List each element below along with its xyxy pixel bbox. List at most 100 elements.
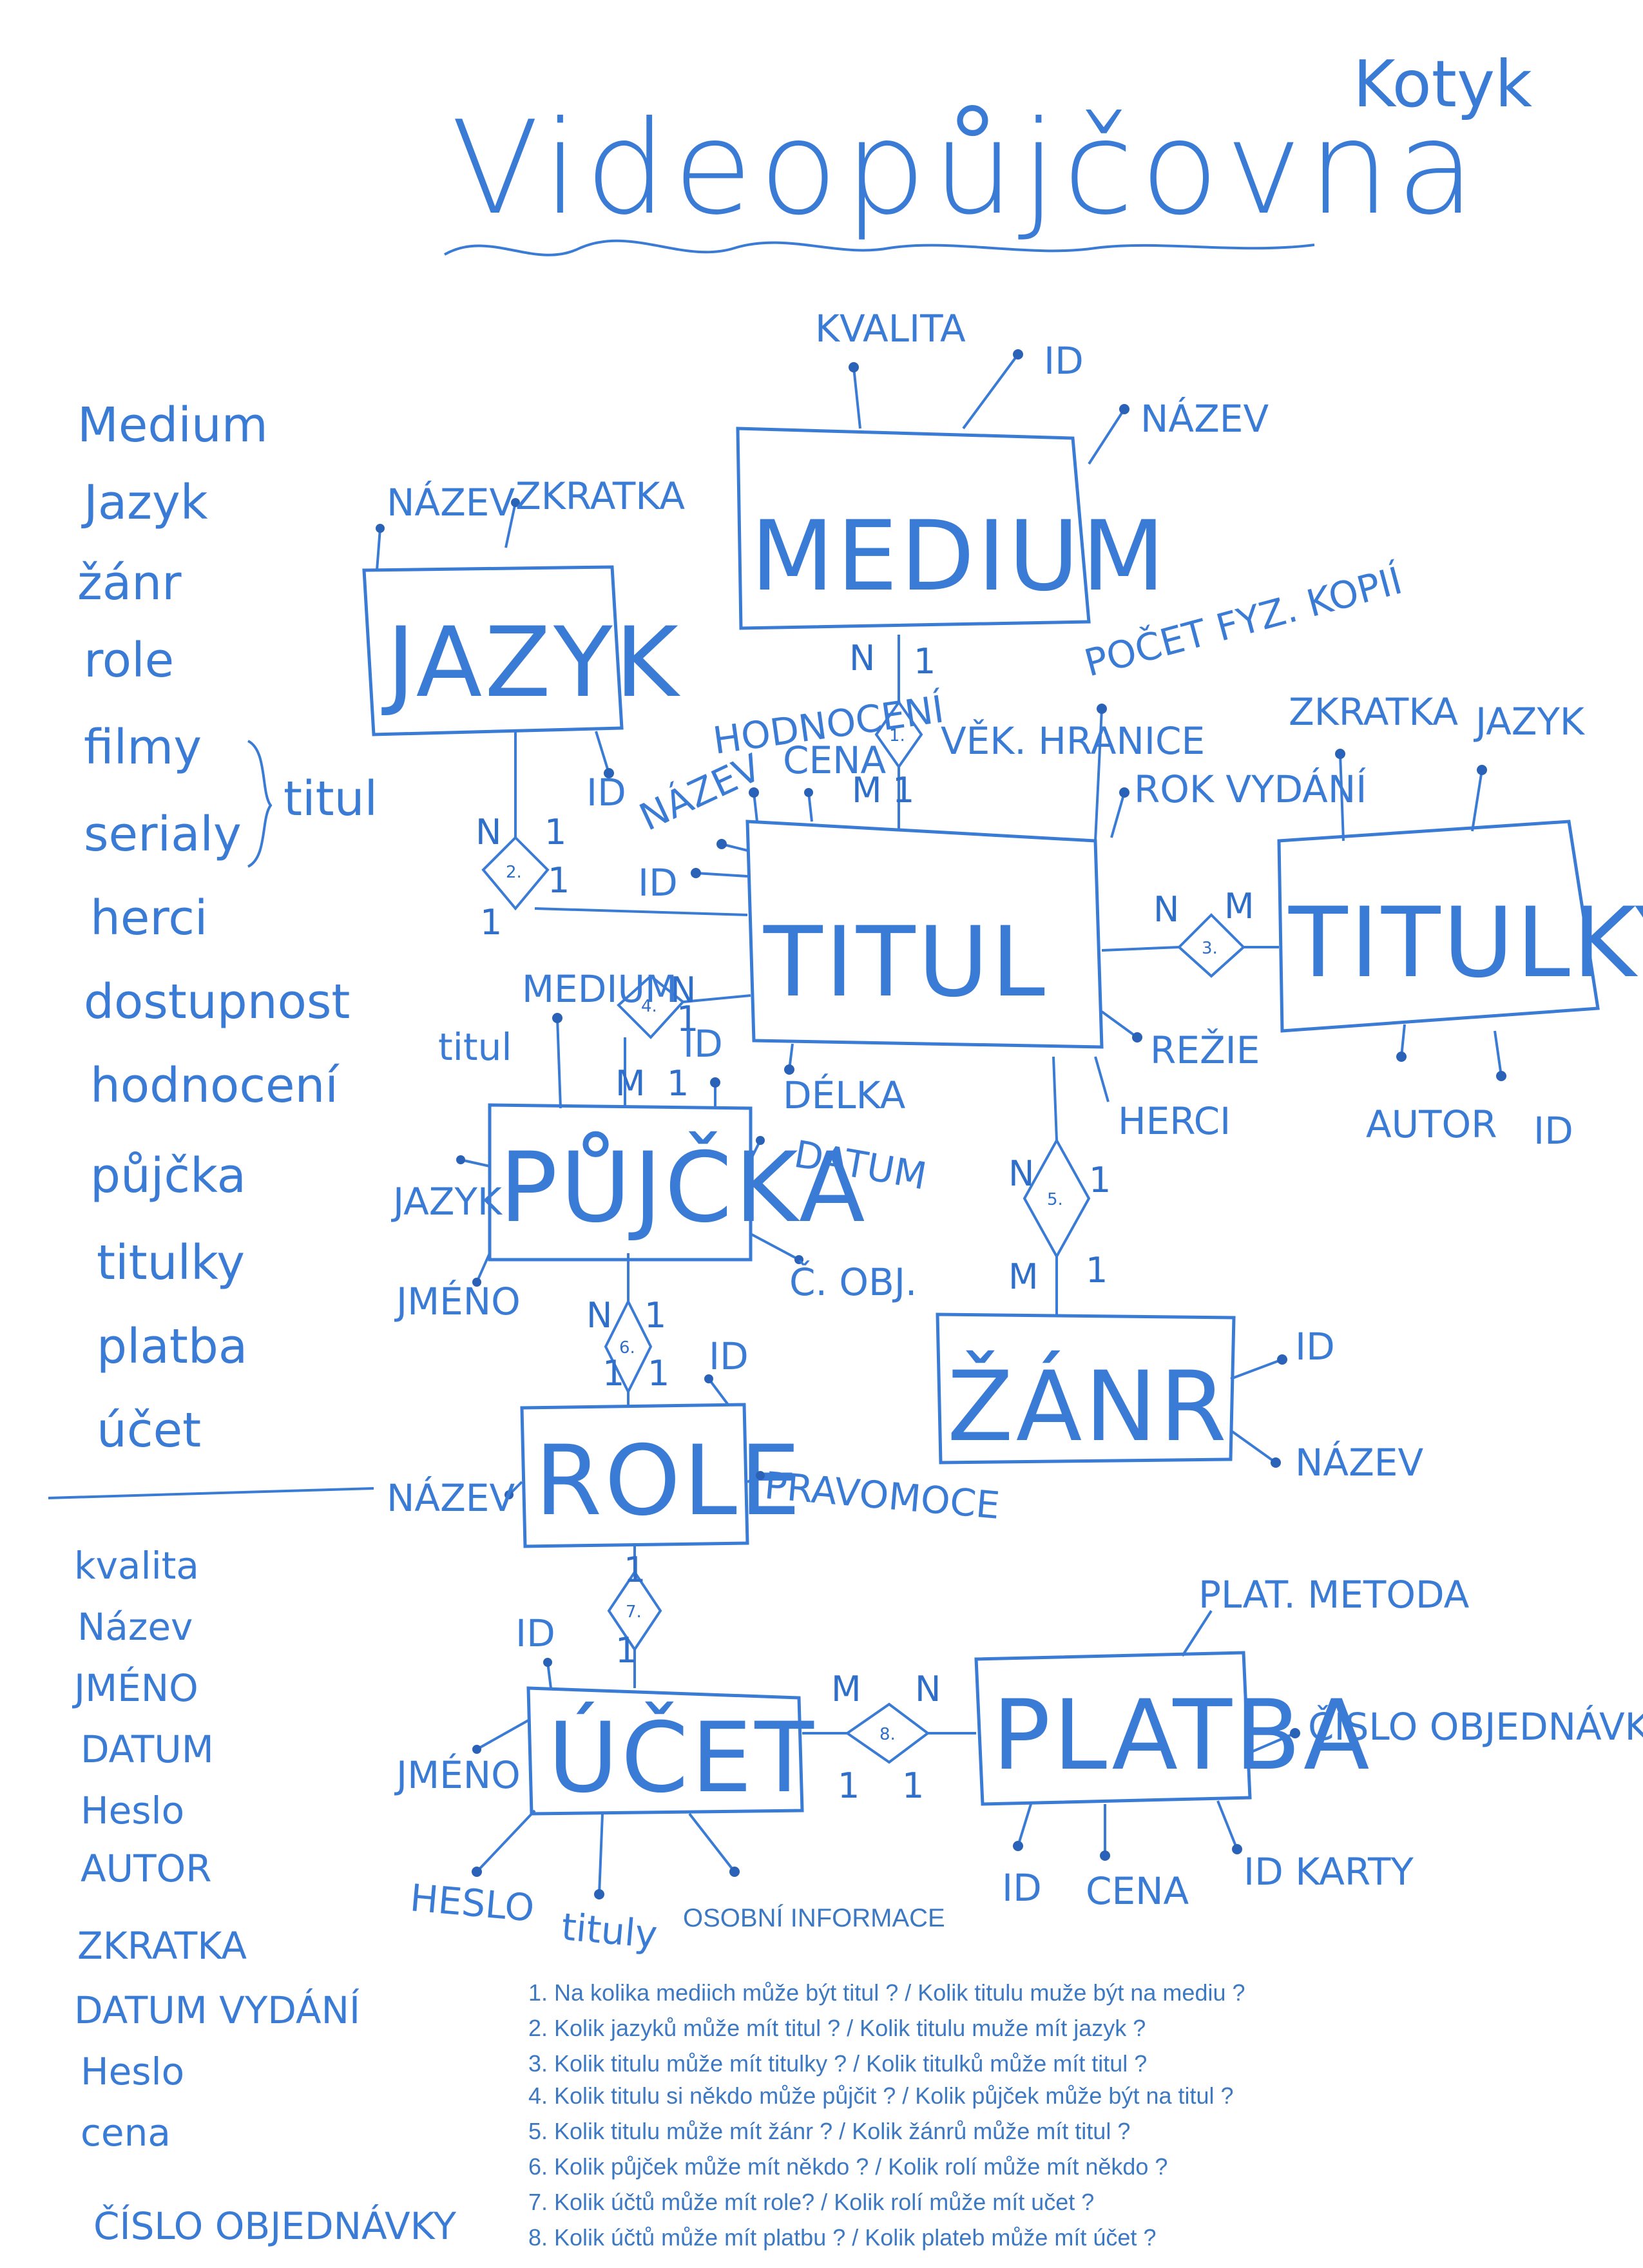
entity-label: PŮJČKA (499, 1131, 868, 1244)
entity-label: ŽÁNR (947, 1350, 1229, 1463)
question: 3. Kolik titulu může mít titulky ? / Kol… (528, 2050, 1147, 2077)
attribute-label: NÁZEV (1140, 396, 1269, 441)
attribute-label: ID (1002, 1866, 1042, 1910)
attribute-stems (376, 349, 1506, 1899)
relationship-label: 6. (619, 1338, 635, 1358)
attribute-label: CENA (1086, 1869, 1189, 1913)
attributes-ucet: ID JMÉNO HESLO tituly OSOBNÍ INFORMACE (394, 1611, 945, 1957)
cardinality: N (476, 812, 501, 852)
entity-label: MEDIUM (751, 501, 1167, 613)
attribute-label: JAZYK (1474, 700, 1586, 744)
cardinality: M (852, 770, 882, 811)
cardinality: 1 (644, 1295, 666, 1336)
attributes-medium: KVALITA ID NÁZEV (815, 307, 1269, 441)
attribute-label: JMÉNO (394, 1753, 521, 1797)
side-list-item: filmy (84, 720, 202, 775)
attribute-label: tituly (560, 1905, 659, 1957)
cardinality: 1 (602, 1353, 624, 1394)
attribute-label: ČÍSLO OBJEDNÁVKY (1308, 1704, 1643, 1749)
relationship-diamond: 3. (1177, 913, 1245, 978)
entity-role: ROLE (520, 1403, 803, 1548)
side-list-item: žánr (77, 555, 182, 611)
attribute-label: NÁZEV (387, 480, 515, 524)
attribute-label: ZKRATKA (515, 474, 685, 518)
attribute-label: VĚK. HRANICE (941, 718, 1205, 763)
attribute-label: NÁZEV (1295, 1440, 1423, 1485)
questions: 1. Na kolika mediich může být titul ? / … (528, 1979, 1245, 2251)
cardinality: N (586, 1295, 612, 1336)
attribute-label: ID (1044, 339, 1084, 383)
attributes-titulky: ZKRATKA JAZYK AUTOR ID (1289, 690, 1586, 1153)
entity-label: ROLE (535, 1425, 803, 1537)
side-list2-item: ČÍSLO OBJEDNÁVKY (93, 2204, 457, 2248)
side-list-item: Medium (77, 398, 268, 453)
attribute-label: ID (1533, 1109, 1573, 1153)
entity-jazyk: JAZYK (362, 565, 681, 736)
question: 8. Kolik účtů může mít platbu ? / Kolik … (528, 2224, 1156, 2251)
side-list-item: dostupnost (84, 974, 350, 1030)
entity-titul: TITUL (745, 820, 1104, 1049)
side-list2-item: DATUM (81, 1727, 214, 1771)
side-list2-item: JMÉNO (72, 1666, 198, 1710)
cardinality: 1 (1086, 1250, 1108, 1291)
attribute-label: ID KARTY (1244, 1850, 1414, 1894)
attribute-label: AUTOR (1366, 1102, 1497, 1146)
entity-label: PLATBA (992, 1680, 1372, 1792)
page-title: Videopůjčovna (451, 93, 1482, 244)
attribute-label: JAZYK (391, 1180, 503, 1224)
attribute-label: ID (709, 1334, 749, 1378)
entity-label: TITULKY (1288, 887, 1643, 999)
attribute-label: ID (683, 1022, 723, 1066)
cardinality: 1 (624, 1550, 646, 1590)
attributes-jazyk: NÁZEV ZKRATKA ID (387, 474, 685, 814)
entity-label: JAZYK (381, 607, 681, 719)
attribute-label: OSOBNÍ INFORMACE (683, 1903, 945, 1932)
attribute-label: ID (1295, 1325, 1335, 1369)
side-list2-item: Heslo (81, 2050, 184, 2093)
cardinality: 1 (1089, 1160, 1111, 1200)
relationship-diamond: 7. (607, 1570, 662, 1652)
side-list-item: platba (97, 1319, 247, 1374)
attribute-label: KVALITA (815, 307, 966, 351)
relationship-label: 2. (506, 863, 522, 882)
entity-zanr: ŽÁNR (936, 1312, 1236, 1465)
cardinality: M (615, 1063, 646, 1104)
attribute-label: REŽIE (1150, 1028, 1260, 1072)
side-list-item: půjčka (90, 1148, 246, 1204)
cardinality: 1 (548, 860, 570, 901)
entity-label: TITUL (763, 907, 1048, 1019)
relationship-diamond: 4. (617, 974, 685, 1039)
cardinality: 1 (902, 1765, 924, 1806)
question: 5. Kolik titulu může mít žánr ? / Kolik … (528, 2118, 1130, 2144)
attribute-label: ROK VYDÁNÍ (1134, 767, 1367, 811)
attribute-label: ID (515, 1611, 555, 1655)
relationship-label: 7. (626, 1602, 642, 1622)
side-list2-item: DATUM VYDÁNÍ (74, 1988, 360, 2032)
attribute-label: CENA (783, 738, 887, 782)
relationship-diamond: 1. (874, 700, 923, 769)
cardinality: N (1008, 1153, 1034, 1194)
side-list-item: herci (90, 890, 207, 946)
side-list2-item: kvalita (74, 1544, 199, 1588)
attribute-label: ID (586, 771, 626, 814)
cardinality: N (670, 970, 696, 1010)
entity-medium: MEDIUM (736, 427, 1167, 630)
connection-lines (514, 635, 1279, 1735)
relationship-label: 1. (889, 726, 905, 745)
entity-titulky: TITULKY (1277, 820, 1643, 1033)
side-list-2: kvalita Název JMÉNO DATUM Heslo AUTOR ZK… (72, 1544, 457, 2248)
relationship-diamond: 8. (845, 1702, 930, 1764)
brace (247, 740, 273, 868)
cardinality: N (915, 1669, 941, 1709)
cardinality: 1 (667, 1063, 689, 1104)
cardinality: 1 (892, 770, 914, 811)
cardinalities: N 1 M 1 N 1 1 1 N M N 1 M 1 N 1 M 1 N 1 … (476, 638, 1254, 1806)
side-list2-item: Název (77, 1605, 193, 1649)
relationship-label: 8. (879, 1725, 896, 1744)
side-list2-item: cena (81, 2111, 171, 2155)
cardinality: M (831, 1669, 861, 1709)
relationship-diamond: 5. (1023, 1137, 1091, 1260)
side-list-item: Jazyk (81, 475, 208, 530)
attribute-label: ID (638, 861, 678, 905)
